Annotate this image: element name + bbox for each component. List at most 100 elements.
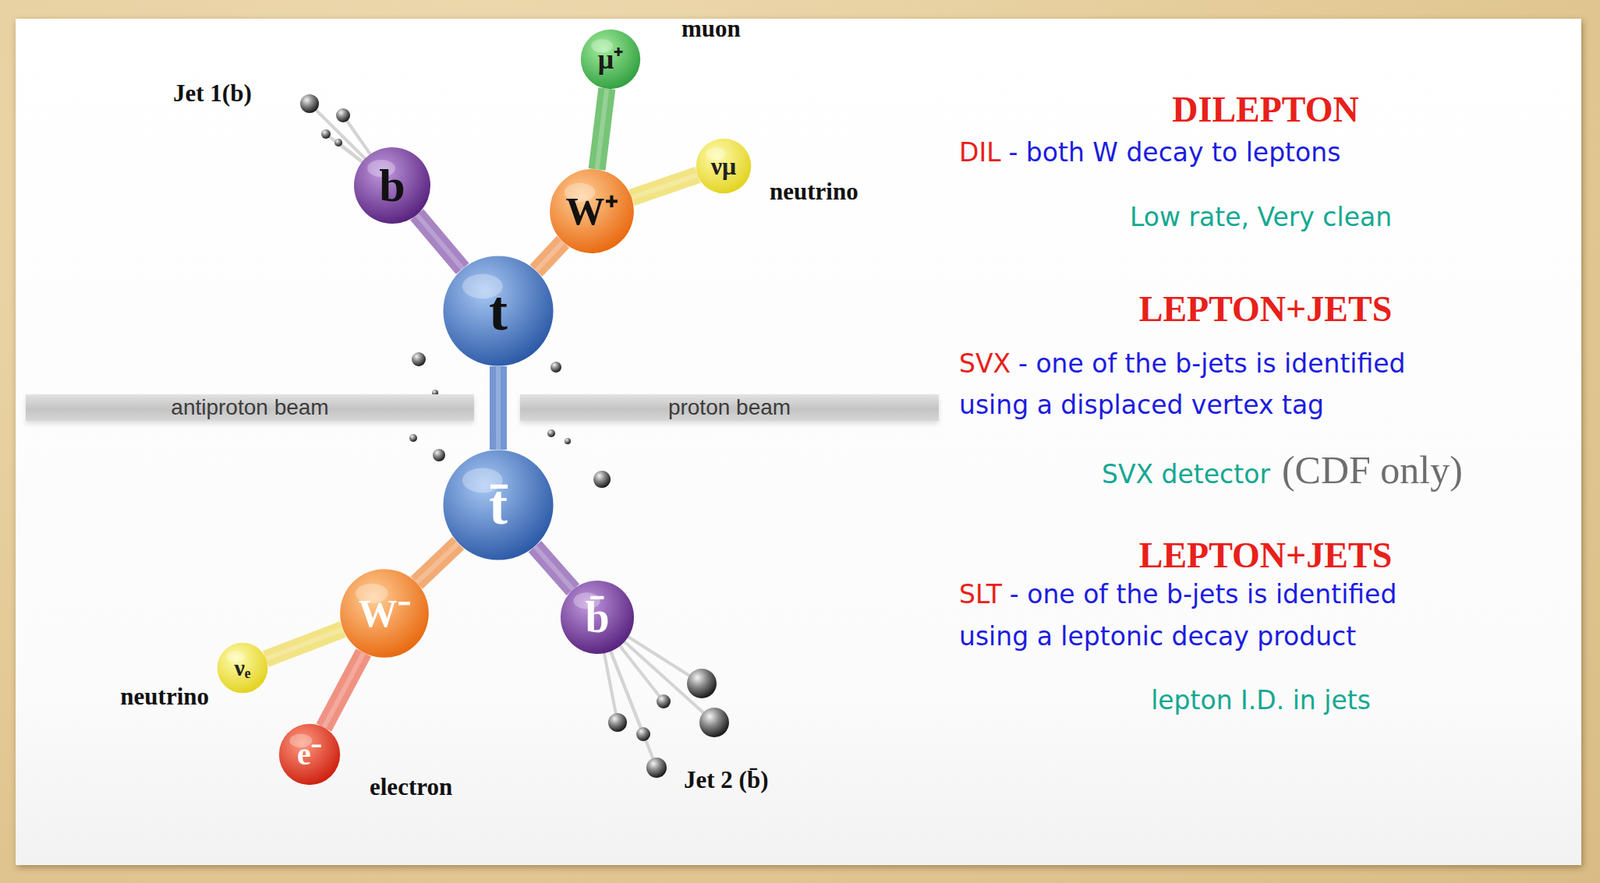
label-text: SVX: [959, 350, 1011, 379]
beam-band: proton beam: [520, 394, 939, 422]
label-text: muon: [681, 15, 741, 43]
decay-line-highlight: [416, 543, 458, 584]
decay-line: [536, 241, 564, 271]
particle-ball: b̄: [559, 580, 635, 655]
text-line: neutrino: [769, 178, 859, 206]
text-line: DILEPTON: [1171, 90, 1359, 131]
beam-band: antiproton beam: [25, 394, 475, 422]
text-line: LEPTON+JETS: [1139, 290, 1392, 330]
decay-line: [323, 652, 364, 728]
decay-connector: [417, 214, 464, 269]
label-text: Jet 1(b): [173, 80, 252, 107]
decay-line-highlight: [265, 629, 344, 659]
decay-connector: [534, 546, 574, 591]
text-line: muon: [681, 15, 741, 43]
label-text: neutrino: [769, 178, 859, 206]
text-line: DIL- both W decay to leptons: [959, 138, 1341, 167]
decay-connector: [631, 174, 698, 198]
text-line: Low rate, Very clean: [1129, 203, 1392, 232]
ball-fill: [696, 138, 752, 195]
label-text: using a displaced vertex tag: [959, 391, 1324, 420]
text-line: Jet 1(b): [173, 80, 252, 107]
particle-symbol: W⁺: [566, 191, 619, 231]
particle-symbol: νₑ: [233, 656, 251, 680]
particle-ball: t̄: [442, 449, 555, 562]
ball-fill: [217, 643, 269, 694]
particle-ball: W⁻: [339, 568, 430, 659]
text-line: using a displaced vertex tag: [959, 391, 1324, 420]
particle-symbol: e⁻: [297, 739, 323, 771]
particle-symbol: b̄: [584, 595, 609, 640]
text-line: lepton I.D. in jets: [1150, 686, 1371, 716]
particle-ball: t: [442, 254, 555, 368]
particle-ball: W⁺: [548, 168, 635, 255]
decay-connector: [536, 241, 564, 271]
beam-label: proton beam: [668, 396, 791, 419]
decay-line-highlight: [534, 546, 574, 591]
label-text: - one of the b-jets is identified: [1009, 580, 1398, 609]
particle-symbol: W⁻: [358, 594, 411, 634]
label-text: DIL: [959, 138, 1002, 167]
decay-line-highlight: [631, 174, 698, 198]
decay-line-highlight: [417, 214, 464, 269]
text-line: SLT- one of the b-jets is identified: [959, 580, 1397, 609]
ball-fill: [353, 147, 431, 224]
debris-balls: [300, 94, 730, 779]
section-heading: LEPTON+JETS: [1139, 290, 1392, 330]
jet-rays: [309, 103, 715, 769]
text-line: LEPTON+JETS: [1139, 536, 1392, 577]
section-heading: LEPTON+JETS: [1139, 536, 1392, 577]
ball-fill: [339, 569, 429, 659]
text-line: neutrino: [120, 683, 209, 711]
ball-fill: [560, 580, 634, 655]
particle-ball: e⁻: [278, 723, 341, 786]
decay-line-highlight: [536, 241, 564, 271]
decay-line: [417, 214, 464, 269]
text-line: electron: [369, 774, 453, 801]
particle-ball: νₑ: [216, 642, 269, 694]
decay-connector: [265, 629, 344, 659]
particle-symbol: b: [378, 162, 405, 209]
decay-line: [534, 546, 574, 591]
decay-line-highlight: [597, 88, 608, 170]
label-text: using a leptonic decay product: [959, 623, 1356, 652]
decay-connector: [597, 88, 608, 170]
particle-ball: b: [353, 146, 432, 225]
label-text: SLT: [959, 580, 1002, 609]
decay-connector: [323, 652, 364, 728]
particle-symbol: t̄: [488, 477, 508, 534]
decay-line: [265, 629, 344, 659]
decay-connector: [498, 366, 500, 450]
text-line: using a leptonic decay product: [959, 623, 1356, 652]
particle-ball: νμ: [695, 138, 752, 195]
ball-fill: [580, 29, 641, 89]
label-text: - both W decay to leptons: [1008, 138, 1341, 167]
particle-symbol: μ⁺: [598, 45, 624, 74]
label-text: Jet 2 (b̄): [683, 767, 769, 794]
particle-ball: μ⁺: [580, 28, 641, 90]
label-text: SVX detector: [1101, 460, 1271, 489]
label-text: (CDF only): [1281, 449, 1463, 493]
decay-line: [489, 366, 507, 450]
label-text: electron: [369, 774, 453, 801]
section-heading: DILEPTON: [1171, 90, 1359, 131]
decay-line: [631, 174, 698, 198]
label-text: neutrino: [120, 683, 209, 711]
particle-symbol: t: [488, 283, 508, 340]
white-panel: [15, 18, 1582, 866]
ball-fill: [279, 724, 340, 786]
ball-fill: [442, 449, 553, 560]
decay-connector: [416, 543, 458, 584]
particle-symbol: νμ: [711, 153, 737, 179]
decay-line: [416, 543, 458, 584]
label-text: lepton I.D. in jets: [1150, 686, 1371, 716]
decay-line: [597, 88, 608, 170]
label-text: - one of the b-jets is identified: [1018, 350, 1406, 379]
decay-line-highlight: [495, 366, 501, 450]
ball-fill: [549, 169, 634, 254]
text-line: SVX detector (CDF only): [1101, 449, 1463, 493]
ball-fill: [442, 255, 553, 366]
